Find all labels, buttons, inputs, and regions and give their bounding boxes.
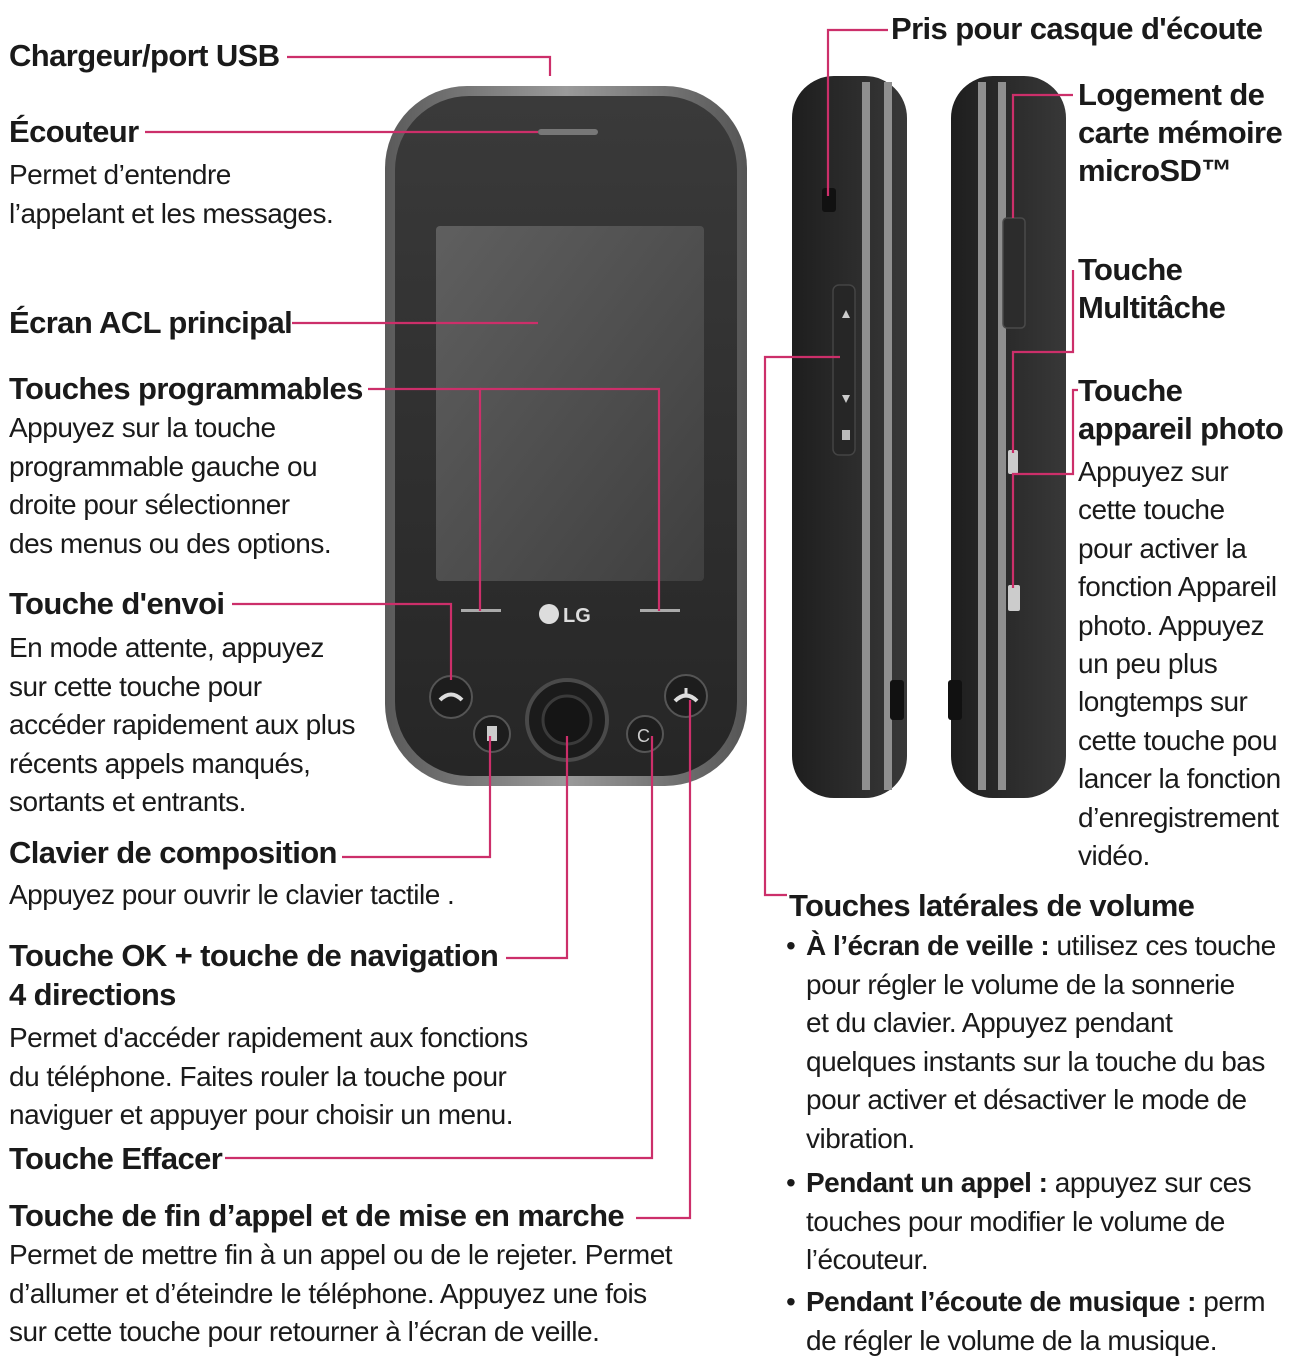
- desc-line: programmable gauche ou: [9, 448, 331, 487]
- desc-line: naviguer et appuyer pour choisir un menu…: [9, 1096, 528, 1135]
- label-earpiece-desc: Permet d’entendre l’appelant et les mess…: [9, 156, 333, 233]
- desc-line: Permet d'accéder rapidement aux fonction…: [9, 1019, 528, 1058]
- desc-line: sur cette touche pour: [9, 668, 355, 707]
- leader-ok: [506, 736, 567, 958]
- label-end-desc: Permet de mettre fin à un appel ou de le…: [9, 1236, 672, 1352]
- bullet-text: appuyez sur ces: [1047, 1167, 1251, 1198]
- title-line: Touche: [1078, 372, 1283, 410]
- desc-line: Appuyez sur: [1078, 453, 1281, 491]
- label-microsd: Logement de carte mémoire microSD™: [1078, 76, 1282, 190]
- volume-bullet-list: •Pendant l’écoute de musique : perm de r…: [786, 1283, 1265, 1360]
- bullet-text: pour activer et désactiver le mode de: [786, 1081, 1276, 1120]
- title-line: carte mémoire: [1078, 114, 1282, 152]
- leader-microsd: [1013, 95, 1073, 218]
- desc-line: récents appels manqués,: [9, 745, 355, 784]
- volume-bullet-list: •Pendant un appel : appuyez sur ces touc…: [786, 1164, 1251, 1280]
- desc-line: lancer la fonction: [1078, 760, 1281, 798]
- leader-camera: [1013, 390, 1078, 588]
- desc-line: cette touche: [1078, 491, 1281, 529]
- desc-line: un peu plus: [1078, 645, 1281, 683]
- leader-headset: [828, 30, 888, 196]
- leader-charger: [287, 57, 550, 76]
- title-line: appareil photo: [1078, 410, 1283, 448]
- bullet-text: perm: [1196, 1286, 1265, 1317]
- desc-line: d’enregistrement: [1078, 799, 1281, 837]
- title-line: Logement de: [1078, 76, 1282, 114]
- bullet-bold: Pendant un appel :: [806, 1167, 1047, 1198]
- bullet-bold: À l’écran de veille :: [806, 930, 1049, 961]
- label-earpiece-title: Écouteur: [9, 114, 139, 150]
- leader-multitask: [1013, 270, 1073, 453]
- label-send-desc: En mode attente, appuyez sur cette touch…: [9, 629, 355, 822]
- bullet-text: quelques instants sur la touche du bas: [786, 1043, 1276, 1082]
- desc-line: pour activer la: [1078, 530, 1281, 568]
- label-charger: Chargeur/port USB: [9, 38, 280, 74]
- volume-bullet-list: •À l’écran de veille : utilisez ces touc…: [786, 927, 1276, 1158]
- desc-line: l’appelant et les messages.: [9, 195, 333, 234]
- bullet-text: et du clavier. Appuyez pendant: [786, 1004, 1276, 1043]
- bullet-text: touches pour modifier le volume de: [786, 1203, 1251, 1242]
- label-end-title: Touche de fin d’appel et de mise en marc…: [9, 1198, 624, 1234]
- bullet-text: pour régler le volume de la sonnerie: [786, 966, 1276, 1005]
- desc-line: des menus ou des options.: [9, 525, 331, 564]
- desc-line: du téléphone. Faites rouler la touche po…: [9, 1058, 528, 1097]
- label-camera-title: Touche appareil photo: [1078, 372, 1283, 448]
- leader-volume: [765, 357, 840, 895]
- desc-line: cette touche pou: [1078, 722, 1281, 760]
- desc-line: fonction Appareil: [1078, 568, 1281, 606]
- bullet-text: vibration.: [786, 1120, 1276, 1159]
- label-ok-desc: Permet d'accéder rapidement aux fonction…: [9, 1019, 528, 1135]
- label-send-title: Touche d'envoi: [9, 586, 224, 622]
- leader-end: [636, 700, 690, 1218]
- desc-line: droite pour sélectionner: [9, 486, 331, 525]
- leader-softkeys-left: [368, 389, 480, 611]
- label-camera-desc: Appuyez sur cette touche pour activer la…: [1078, 453, 1281, 875]
- label-softkeys-desc: Appuyez sur la touche programmable gauch…: [9, 409, 331, 563]
- leader-dialpad: [342, 736, 490, 857]
- label-clear-title: Touche Effacer: [9, 1141, 222, 1177]
- title-line: Touche: [1078, 251, 1225, 289]
- desc-line: Appuyez sur la touche: [9, 409, 331, 448]
- title-line: Touche OK + touche de navigation: [9, 938, 498, 974]
- bullet-text: utilisez ces touche: [1049, 930, 1276, 961]
- title-line: microSD™: [1078, 152, 1282, 190]
- bullet-text: l’écouteur.: [786, 1241, 1251, 1280]
- desc-line: sortants et entrants.: [9, 783, 355, 822]
- desc-line: sur cette touche pour retourner à l’écra…: [9, 1313, 672, 1352]
- desc-line: accéder rapidement aux plus: [9, 706, 355, 745]
- desc-line: En mode attente, appuyez: [9, 629, 355, 668]
- label-volume-title: Touches latérales de volume: [789, 888, 1194, 924]
- label-lcd: Écran ACL principal: [9, 305, 292, 341]
- leader-softkeys-right: [480, 389, 659, 611]
- label-ok-title: Touche OK + touche de navigation 4 direc…: [9, 938, 498, 1013]
- volume-bullet: •À l’écran de veille : utilisez ces touc…: [786, 927, 1276, 1158]
- desc-line: longtemps sur: [1078, 683, 1281, 721]
- bullet-text: de régler le volume de la musique.: [786, 1322, 1265, 1360]
- desc-line: Permet d’entendre: [9, 156, 333, 195]
- desc-line: d’allumer et d’éteindre le téléphone. Ap…: [9, 1275, 672, 1314]
- label-dialpad-desc: Appuyez pour ouvrir le clavier tactile .: [9, 876, 454, 915]
- label-headset: Pris pour casque d'écoute: [891, 11, 1262, 47]
- bullet-bold: Pendant l’écoute de musique :: [806, 1286, 1196, 1317]
- label-dialpad-title: Clavier de composition: [9, 835, 337, 871]
- title-line: Multitâche: [1078, 289, 1225, 327]
- label-multitask: Touche Multitâche: [1078, 251, 1225, 327]
- desc-line: Permet de mettre fin à un appel ou de le…: [9, 1236, 672, 1275]
- title-line: 4 directions: [9, 977, 498, 1013]
- volume-bullet: •Pendant un appel : appuyez sur ces touc…: [786, 1164, 1251, 1280]
- desc-line: photo. Appuyez: [1078, 607, 1281, 645]
- label-softkeys-title: Touches programmables: [9, 371, 363, 407]
- desc-line: vidéo.: [1078, 837, 1281, 875]
- volume-bullet: •Pendant l’écoute de musique : perm de r…: [786, 1283, 1265, 1360]
